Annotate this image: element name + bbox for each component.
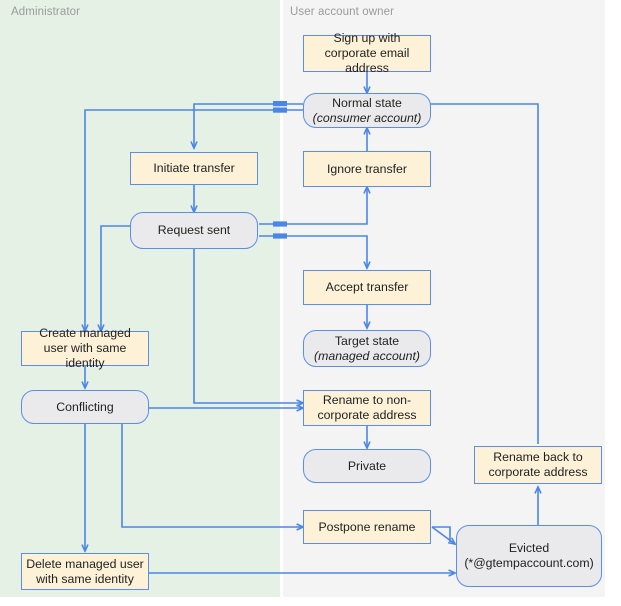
node-label: Delete managed user with same identity: [26, 556, 144, 586]
node-ignore-transfer[interactable]: Ignore transfer: [303, 151, 431, 187]
node-label: Evicted: [508, 541, 550, 555]
node-target-state[interactable]: Target state (managed account): [303, 330, 431, 367]
node-label: Accept transfer: [325, 280, 409, 294]
node-label: Initiate transfer: [153, 161, 235, 175]
node-label: Private: [347, 458, 387, 473]
node-label: Rename back to corporate address: [488, 450, 588, 479]
node-sublabel: (managed account): [314, 348, 420, 363]
node-accept-transfer[interactable]: Accept transfer: [303, 270, 431, 305]
node-label: Conflicting: [56, 399, 114, 414]
node-sublabel: (*@gtempaccount.com): [464, 556, 594, 570]
node-private[interactable]: Private: [303, 449, 431, 483]
node-label: Target state: [334, 333, 400, 348]
node-request-sent[interactable]: Request sent: [130, 212, 258, 249]
swimlane-administrator-title: Administrator: [11, 6, 81, 18]
node-normal-state[interactable]: Normal state (consumer account): [303, 93, 431, 128]
node-initiate-transfer[interactable]: Initiate transfer: [130, 152, 258, 185]
node-postpone-rename[interactable]: Postpone rename: [303, 510, 431, 544]
node-label: Ignore transfer: [327, 161, 407, 176]
node-evicted[interactable]: Evicted (*@gtempaccount.com): [456, 525, 602, 587]
node-label: Create managed user with same identity: [39, 326, 131, 370]
node-rename-back-to-corporate-address[interactable]: Rename back to corporate address: [474, 446, 602, 484]
node-delete-managed-user-with-same-identity[interactable]: Delete managed user with same identity: [21, 553, 149, 590]
swimlane-administrator: Administrator: [0, 0, 280, 597]
node-label: Request sent: [157, 223, 231, 237]
node-label: Normal state: [332, 95, 402, 110]
node-sign-up-with-corporate-email-address[interactable]: Sign up with corporate email address: [303, 31, 431, 75]
node-label: Postpone rename: [318, 519, 416, 534]
node-label: Rename to non-corporate address: [317, 393, 417, 422]
node-sublabel: (consumer account): [312, 110, 422, 125]
node-conflicting[interactable]: Conflicting: [21, 390, 149, 424]
swimlane-user-account-owner-title: User account owner: [290, 6, 395, 18]
node-label: Sign up with corporate email address: [324, 31, 410, 75]
node-rename-to-non-corporate-address[interactable]: Rename to non-corporate address: [303, 390, 431, 426]
node-create-managed-user-with-same-identity[interactable]: Create managed user with same identity: [21, 326, 149, 370]
